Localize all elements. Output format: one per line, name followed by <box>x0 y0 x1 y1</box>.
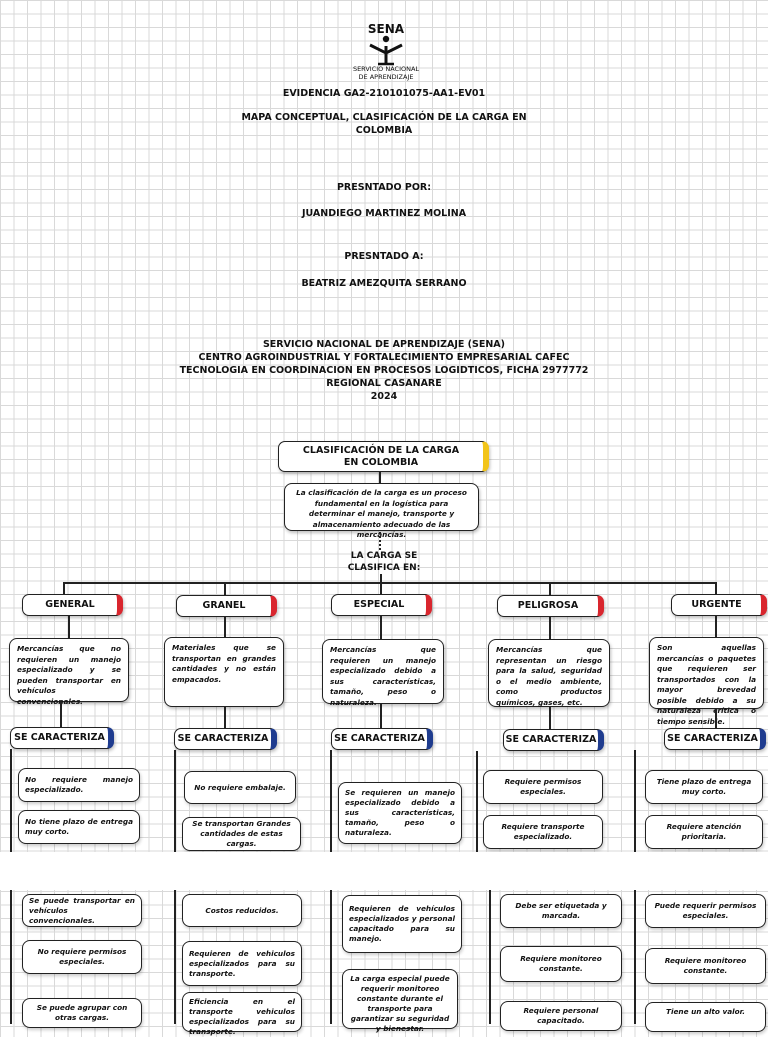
trait-item: Puede requerir permisos especiales. <box>645 894 766 928</box>
institution-line: SERVICIO NACIONAL DE APRENDIZAJE (SENA) <box>262 339 506 350</box>
doc-title-1: MAPA CONCEPTUAL, CLASIFICACIÓN DE LA CAR… <box>241 112 527 123</box>
trait-item: Se transportan Grandes cantidades de est… <box>182 817 301 851</box>
category-peligrosa: PELIGROSA <box>497 595 604 617</box>
author-name: JUANDIEGO MARTINEZ MOLINA <box>301 208 467 219</box>
trait-item: No requiere permisos especiales. <box>22 940 142 974</box>
description-especial: Mercancías que requieren un manejo espec… <box>322 639 444 707</box>
institution-line: TECNOLOGIA EN COORDINACION EN PROCESOS L… <box>179 365 589 376</box>
trait-item: Eficiencia en el transporte vehiculos es… <box>182 992 302 1036</box>
trait-item: Costos reducidos. <box>182 894 302 927</box>
characterize-peligrosa: SE CARACTERIZA <box>503 729 604 751</box>
map-intro: La clasificación de la carga es un proce… <box>284 483 479 539</box>
description-granel: Materiales que se transportan en grandes… <box>164 637 284 707</box>
description-peligrosa: Mercancías que representan un riesgo par… <box>488 639 610 707</box>
category-general: GENERAL <box>22 594 123 616</box>
connector-text-2: CLASIFICA EN: <box>347 563 421 573</box>
trait-item: La carga especial puede requerir monitor… <box>342 969 458 1033</box>
category-urgente: URGENTE <box>671 594 767 616</box>
dotted-connector <box>379 532 381 550</box>
description-general: Mercancías que no requieren un manejo es… <box>9 638 129 706</box>
logo-caption-1: SERVICIO NACIONAL <box>352 65 420 73</box>
sena-logo-icon: SENA <box>368 22 405 66</box>
trait-item: Se requieren un manejo especializado deb… <box>338 782 462 844</box>
trait-item: Requiere atención prioritaria. <box>645 815 763 849</box>
trait-item: Requiere personal capacitado. <box>500 1001 622 1031</box>
category-especial: ESPECIAL <box>331 594 432 616</box>
map-title-line: CLASIFICACIÓN DE LA CARGA <box>302 445 460 456</box>
trait-item: Requieren de vehículos especializados y … <box>342 895 462 953</box>
connector-text-1: LA CARGA SE <box>350 551 418 561</box>
doc-title-2: COLOMBIA <box>355 125 413 136</box>
presented-to-label: PRESNTADO A: <box>344 251 424 262</box>
trait-item: No requiere embalaje. <box>184 771 296 804</box>
trait-item: Debe ser etiquetada y marcada. <box>500 894 622 928</box>
institution-line: CENTRO AGROINDUSTRIAL Y FORTALECIMIENTO … <box>198 352 570 363</box>
trait-item: Requiere monitoreo constante. <box>500 946 622 982</box>
characterize-especial: SE CARACTERIZA <box>331 728 433 750</box>
trait-item: Requiere permisos especiales. <box>483 770 603 804</box>
trait-item: Requieren de vehiculos especializados pa… <box>182 941 302 986</box>
characterize-granel: SE CARACTERIZA <box>174 728 277 750</box>
trait-item: Tiene un alto valor. <box>645 1002 766 1032</box>
map-title: CLASIFICACIÓN DE LA CARGA EN COLOMBIA <box>278 441 489 472</box>
trait-item: Tiene plazo de entrega muy corto. <box>645 770 763 804</box>
institution-line: REGIONAL CASANARE <box>326 378 442 389</box>
trait-item: Requiere transporte especializado. <box>483 815 603 849</box>
recipient-name: BEATRIZ AMEZQUITA SERRANO <box>301 278 467 289</box>
characterize-general: SE CARACTERIZA <box>10 727 114 749</box>
category-granel: GRANEL <box>176 595 277 617</box>
institution-line: 2024 <box>370 391 398 402</box>
logo-caption-2: DE APRENDIZAJE <box>358 72 414 81</box>
description-urgente: Son aquellas mercancías o paquetes que r… <box>649 637 764 726</box>
trait-item: Se puede transportar en vehículos conven… <box>22 894 142 927</box>
map-title-line: EN COLOMBIA <box>343 457 419 468</box>
characterize-urgente: SE CARACTERIZA <box>664 728 766 750</box>
trait-item: No requiere manejo especializado. <box>18 768 140 802</box>
presented-by-label: PRESNTADO POR: <box>336 182 432 193</box>
trait-item: No tiene plazo de entrega muy corto. <box>18 810 140 844</box>
svg-text:SENA: SENA <box>368 22 405 36</box>
evidence-code: EVIDENCIA GA2-210101075-AA1-EV01 <box>282 88 486 99</box>
sena-logo: SENA SERVICIO NACIONAL DE APRENDIZAJE <box>346 22 426 86</box>
page-separator <box>0 852 768 890</box>
trait-item: Requiere monitoreo constante. <box>645 948 766 984</box>
